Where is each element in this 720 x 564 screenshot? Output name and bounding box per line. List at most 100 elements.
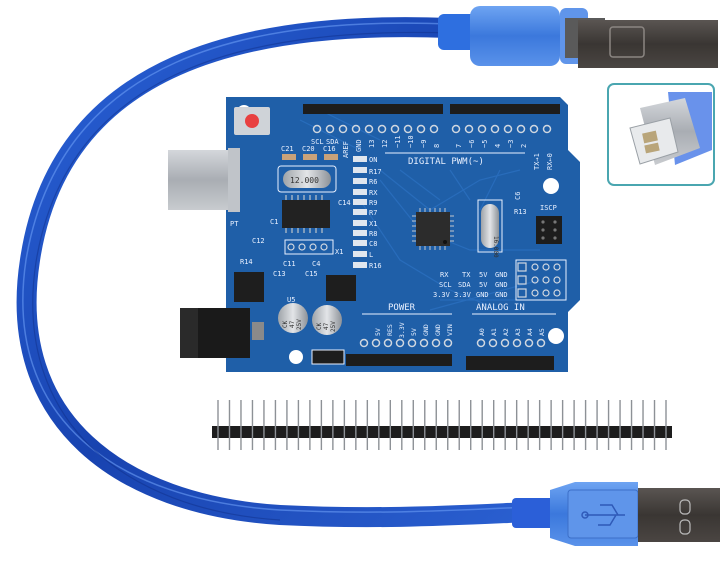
- svg-text:A5: A5: [538, 328, 546, 336]
- svg-text:7: 7: [455, 144, 463, 148]
- electrolytic-capacitor-2: CK 47 25V: [312, 305, 342, 335]
- svg-text:GND: GND: [422, 324, 430, 336]
- svg-text:25V: 25V: [296, 319, 303, 330]
- svg-text:C14: C14: [338, 199, 351, 207]
- svg-text:13: 13: [368, 140, 376, 148]
- icsp-header: [536, 216, 562, 244]
- svg-text:3.3V: 3.3V: [454, 291, 472, 299]
- svg-text:C4: C4: [312, 260, 320, 268]
- svg-text:16.000: 16.000: [492, 236, 499, 258]
- svg-text:~11: ~11: [394, 135, 402, 148]
- digital-pwm-label: DIGITAL PWM(~): [408, 157, 484, 167]
- svg-text:GND: GND: [495, 291, 508, 299]
- svg-text:TX: TX: [462, 271, 471, 279]
- analog-in-label: ANALOG IN: [476, 303, 525, 313]
- svg-text:CK: CK: [316, 322, 323, 330]
- svg-text:A4: A4: [526, 328, 534, 336]
- svg-text:4: 4: [494, 144, 502, 148]
- svg-text:A2: A2: [502, 328, 510, 336]
- svg-text:GND: GND: [434, 324, 442, 336]
- svg-text:CK: CK: [282, 320, 289, 328]
- svg-text:5V: 5V: [410, 328, 418, 336]
- svg-text:C13: C13: [273, 270, 286, 278]
- svg-text:U5: U5: [287, 296, 295, 304]
- analog-header: [466, 356, 554, 370]
- svg-text:R8: R8: [369, 230, 377, 238]
- svg-text:C16: C16: [323, 145, 336, 153]
- crystal-16mhz: [481, 204, 499, 248]
- svg-text:SCL: SCL: [439, 281, 452, 289]
- svg-text:R14: R14: [240, 258, 253, 266]
- svg-text:R13: R13: [514, 208, 527, 216]
- svg-text:3.3V: 3.3V: [398, 322, 406, 338]
- electrolytic-capacitor-1: CK 47 25V: [278, 303, 308, 333]
- svg-text:5V: 5V: [479, 281, 488, 289]
- svg-text:RX←0: RX←0: [546, 153, 554, 170]
- svg-text:C8: C8: [369, 240, 377, 248]
- svg-text:X1: X1: [369, 220, 377, 228]
- power-label: POWER: [388, 303, 416, 313]
- digital-pin-labels: SCL SDA AREF GND 13 12 ~11 ~10 ~9 8 7 ~6…: [311, 135, 554, 170]
- analog-pin-labels: A0 A1 A2 A3 A4 A5: [478, 328, 546, 336]
- svg-text:TX→1: TX→1: [533, 153, 541, 170]
- svg-text:GND: GND: [355, 139, 363, 152]
- usb-serial-chip: [282, 200, 330, 228]
- svg-text:25V: 25V: [330, 321, 337, 332]
- svg-text:R16: R16: [369, 262, 382, 270]
- svg-text:PT: PT: [230, 220, 239, 228]
- power-header: [346, 354, 452, 366]
- voltage-regulator: [234, 272, 264, 302]
- svg-text:ISCP: ISCP: [540, 204, 557, 212]
- svg-text:SDA: SDA: [458, 281, 471, 289]
- svg-text:8: 8: [433, 144, 441, 148]
- svg-text:C11: C11: [283, 260, 296, 268]
- svg-text:C1: C1: [270, 218, 278, 226]
- svg-text:VIN: VIN: [446, 324, 454, 336]
- svg-text:GND: GND: [476, 291, 489, 299]
- svg-text:ON: ON: [369, 156, 377, 164]
- svg-text:C12: C12: [252, 237, 265, 245]
- svg-text:SDA: SDA: [326, 138, 339, 146]
- svg-text:47: 47: [323, 322, 330, 330]
- svg-text:5V: 5V: [479, 271, 488, 279]
- svg-text:A0: A0: [478, 328, 486, 336]
- svg-text:2: 2: [520, 144, 528, 148]
- svg-text:X1: X1: [335, 248, 343, 256]
- svg-text:A3: A3: [514, 328, 522, 336]
- svg-text:R7: R7: [369, 209, 377, 217]
- svg-text:C15: C15: [305, 270, 318, 278]
- svg-text:AREF: AREF: [342, 141, 350, 158]
- led-labels: ON R17 R6 RX R9 R7 X1 R8 C8 L R16: [369, 156, 382, 270]
- usb-b-inset: [607, 83, 715, 186]
- svg-text:L: L: [369, 251, 373, 259]
- usb-b-port: [168, 150, 230, 210]
- svg-text:RX: RX: [440, 271, 449, 279]
- svg-text:RX: RX: [369, 189, 378, 197]
- digital-header-left: [303, 104, 443, 114]
- usb-a-connector: [512, 482, 720, 546]
- svg-text:A1: A1: [490, 328, 498, 336]
- usb-cable: [16, 17, 540, 528]
- svg-text:R6: R6: [369, 178, 377, 186]
- svg-text:~5: ~5: [481, 140, 489, 148]
- digital-header-right: [450, 104, 560, 114]
- svg-text:C20: C20: [302, 145, 315, 153]
- svg-text:R17: R17: [369, 168, 382, 176]
- usb-b-connector: [438, 6, 718, 68]
- pin-header-strip: [212, 400, 672, 450]
- arduino-board: SCL SDA AREF GND 13 12 ~11 ~10 ~9 8 7 ~6…: [168, 97, 580, 372]
- svg-text:12: 12: [381, 140, 389, 148]
- svg-text:R9: R9: [369, 199, 377, 207]
- svg-text:~6: ~6: [468, 140, 476, 148]
- extra-header-labels: RX TX 5V GND SCL SDA 5V GND 3.3V 3.3V GN…: [433, 271, 508, 299]
- svg-text:~9: ~9: [420, 140, 428, 148]
- svg-text:SCL: SCL: [311, 138, 324, 146]
- svg-text:GND: GND: [495, 281, 508, 289]
- svg-text:C6: C6: [514, 192, 522, 200]
- power-pin-labels: 5V RES 3.3V 5V GND GND VIN: [374, 322, 454, 338]
- crystal-12mhz: [283, 170, 331, 188]
- svg-text:C21: C21: [281, 145, 294, 153]
- svg-text:12.000: 12.000: [290, 176, 319, 185]
- svg-text:5V: 5V: [374, 328, 382, 336]
